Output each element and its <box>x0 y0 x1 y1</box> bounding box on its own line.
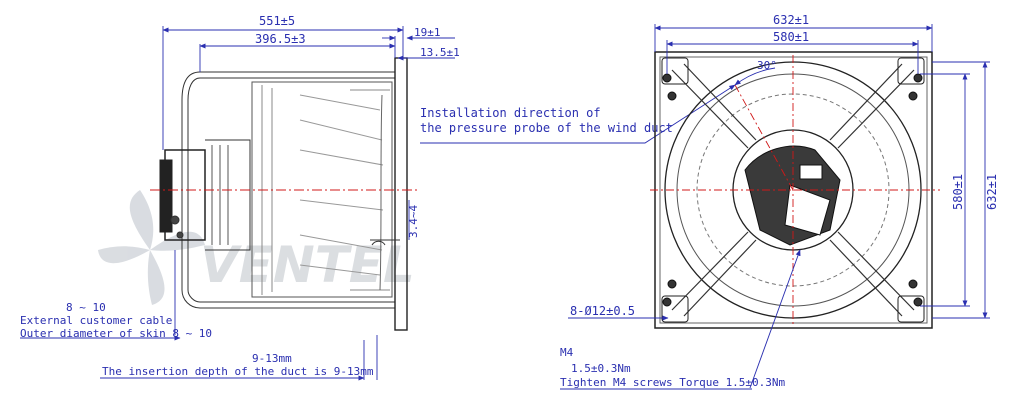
mounting-hole <box>913 297 923 307</box>
cable-note-line1: External customer cable <box>20 314 172 327</box>
cable-count-label: 8 ~ 10 <box>66 301 106 314</box>
mounting-hole <box>913 73 923 83</box>
dim-probe-gap: 3.4~4 <box>407 205 420 238</box>
mounting-hole <box>662 73 672 83</box>
watermark-logo: VENTEL <box>98 190 415 305</box>
screw-torque-label: 1.5±0.3Nm <box>571 362 631 375</box>
watermark-text: VENTEL <box>200 236 415 294</box>
mounting-hole <box>908 91 918 101</box>
mounting-hole <box>908 279 918 289</box>
dim-frame-height: 632±1 <box>985 174 999 210</box>
probe-note-line1: Installation direction of <box>420 106 601 120</box>
dim-frame-width: 632±1 <box>773 13 809 27</box>
insertion-depth-note: The insertion depth of the duct is 9-13m… <box>102 365 374 378</box>
screw-size-label: M4 <box>560 346 574 359</box>
mounting-holes <box>662 73 923 307</box>
front-centerlines <box>650 55 940 325</box>
dim-overall-length: 551±5 <box>259 14 295 28</box>
side-dimensions <box>20 26 455 381</box>
dim-flange-inner: 13.5±1 <box>420 46 460 59</box>
dim-flange-thickness: 19±1 <box>414 26 441 39</box>
side-view <box>150 57 418 331</box>
mounting-hole <box>662 297 672 307</box>
mounting-hole <box>667 279 677 289</box>
mounting-hole <box>667 91 677 101</box>
mounting-holes-label: 8-Ø12±0.5 <box>570 304 635 318</box>
front-dimensions <box>568 24 990 389</box>
probe-note-line2: the pressure probe of the wind duct <box>420 121 673 135</box>
screw-torque-note: Tighten M4 screws Torque 1.5±0.3Nm <box>560 376 786 389</box>
dim-angle: 30° <box>757 59 777 72</box>
insertion-range-label: 9-13mm <box>252 352 292 365</box>
cable-note-line2: Outer diameter of skin 8 ~ 10 <box>20 327 212 340</box>
dim-hole-pitch: 580±1 <box>773 30 809 44</box>
dim-inner-length: 396.5±3 <box>255 32 306 46</box>
dim-hole-pitch-vertical: 580±1 <box>951 174 965 210</box>
fan-blade-icon <box>98 190 205 305</box>
